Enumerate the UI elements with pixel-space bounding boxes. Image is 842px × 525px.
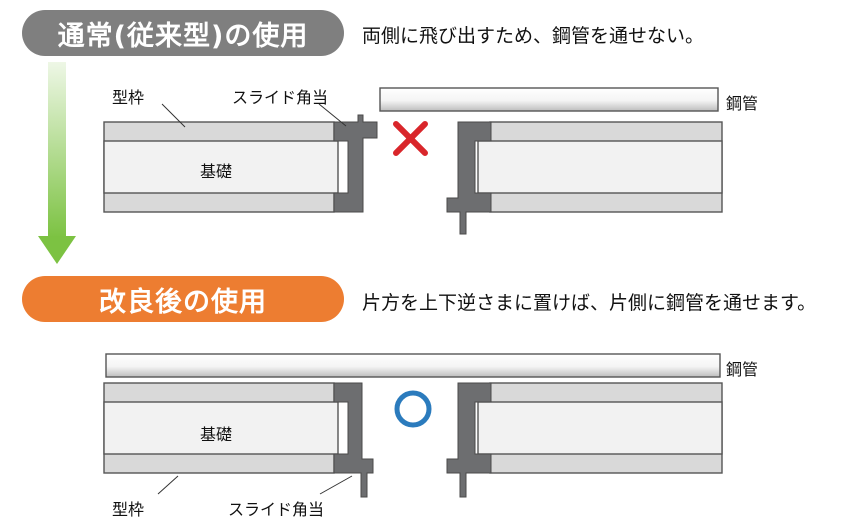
pipe-label-top: 鋼管 xyxy=(726,94,759,113)
slide-fitting-left xyxy=(333,382,374,498)
slide-fitting-right xyxy=(446,382,492,498)
steel-pipe xyxy=(105,353,721,378)
transition-arrow xyxy=(38,62,76,264)
header-before-caption: 両側に飛び出すため、鋼管を通せない。 xyxy=(362,25,705,47)
header-after-caption: 片方を上下逆さまに置けば、片側に鋼管を通せます。 xyxy=(362,292,817,314)
slide-label-bottom: スライド角当 xyxy=(228,500,325,519)
circle-mark xyxy=(394,390,432,428)
cross-mark xyxy=(393,121,428,156)
foundation-label-bottom: 基礎 xyxy=(200,425,233,444)
header-before-pill: 通常(従来型)の使用 xyxy=(22,10,344,56)
header-after-pill: 改良後の使用 xyxy=(22,276,344,322)
slide-fitting-right xyxy=(446,121,492,235)
diagram-before xyxy=(103,87,723,235)
foundation-label-top: 基礎 xyxy=(200,162,233,181)
steel-pipe xyxy=(379,87,719,112)
formwork-label-top: 型枠 xyxy=(112,88,145,107)
header-after-label: 改良後の使用 xyxy=(99,286,267,318)
slide-label-top: スライド角当 xyxy=(232,88,329,107)
diagram-after xyxy=(103,353,723,498)
formwork-label-bottom: 型枠 xyxy=(112,500,145,519)
slide-fitting-left xyxy=(333,114,378,213)
header-before-label: 通常(従来型)の使用 xyxy=(57,20,309,52)
pipe-label-bottom: 鋼管 xyxy=(726,360,759,379)
